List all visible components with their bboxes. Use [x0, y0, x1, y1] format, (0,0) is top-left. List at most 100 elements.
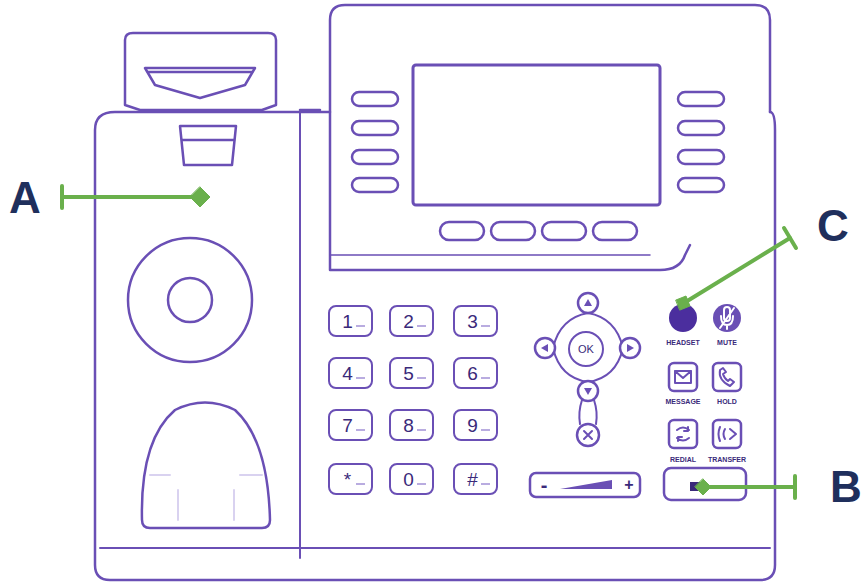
- button-label: MESSAGE: [665, 398, 700, 405]
- transfer-button: [713, 420, 741, 448]
- soft-key: [593, 222, 637, 240]
- callout-letter: C: [817, 204, 849, 248]
- housing-edge: [330, 254, 650, 256]
- key-label: 8: [403, 416, 414, 435]
- key-label: 6: [467, 364, 478, 383]
- key-label: 0: [403, 470, 414, 489]
- nav-left: [535, 338, 555, 358]
- key-dash: [356, 483, 365, 485]
- keypad-key: 5: [389, 357, 434, 389]
- nav-down: [578, 381, 598, 401]
- soft-key: [542, 222, 586, 240]
- keypad-key: 6: [453, 357, 498, 389]
- arrow-left: [541, 344, 548, 352]
- volume-sign: -: [541, 475, 548, 495]
- arrow-down: [584, 388, 592, 395]
- line-key: [678, 121, 724, 135]
- key-label: 1: [342, 312, 353, 331]
- key-label: 4: [342, 364, 353, 383]
- button-label: MUTE: [717, 339, 737, 346]
- line-key: [678, 92, 724, 106]
- transfer-icon: [719, 427, 737, 441]
- line-key: [678, 150, 724, 164]
- divider-line: [299, 110, 301, 558]
- callout-letter: A: [9, 176, 41, 220]
- keypad-key: 0: [389, 463, 434, 495]
- key-dash: [356, 429, 365, 431]
- key-label: 5: [403, 364, 414, 383]
- key-label: 7: [342, 416, 353, 435]
- leader-diamond: [190, 187, 210, 207]
- key-dash: [417, 325, 426, 327]
- leader-tick: [793, 476, 797, 498]
- line-key: [678, 178, 724, 192]
- key-dash: [417, 483, 426, 485]
- cancel-cross: [584, 431, 592, 439]
- handset-hook-line: [148, 71, 252, 74]
- ok-button: OK: [568, 331, 604, 367]
- leader-diamond: [676, 296, 690, 310]
- keypad-key: *: [328, 463, 373, 495]
- hold-icon: [720, 368, 734, 386]
- phone-body: [95, 112, 775, 580]
- button-label: HEADSET: [666, 339, 699, 346]
- cancel-key: [577, 424, 599, 446]
- mute-icon: [720, 307, 734, 329]
- button-label: HOLD: [717, 398, 737, 405]
- message-button: [669, 363, 697, 391]
- line-key: [352, 92, 398, 106]
- display-housing: [300, 5, 770, 270]
- line-key: [352, 178, 398, 192]
- keypad-key: 3: [453, 305, 498, 337]
- leader-line: [706, 485, 795, 489]
- keypad-key: 7: [328, 409, 373, 441]
- base-line: [100, 547, 770, 549]
- handset-tab: [180, 126, 236, 165]
- keypad-key: 8: [389, 409, 434, 441]
- soft-key: [491, 222, 535, 240]
- nav-up: [578, 293, 598, 313]
- volume-wedge: [560, 480, 612, 489]
- key-label: OK: [578, 344, 594, 355]
- leader-line: [684, 238, 790, 303]
- leader-diamond: [695, 479, 711, 495]
- nav-ring: [553, 313, 623, 382]
- key-label: 2: [403, 312, 414, 331]
- volume-bar: [530, 473, 640, 497]
- keypad-key: 2: [389, 305, 434, 337]
- speaker-button: [664, 468, 746, 500]
- nav-stem: [579, 400, 596, 424]
- nav-right: [620, 338, 640, 358]
- key-label: *: [344, 470, 351, 489]
- keypad-key: #: [453, 463, 498, 495]
- key-dash: [481, 483, 490, 485]
- line-key: [352, 150, 398, 164]
- keypad-key: 9: [453, 409, 498, 441]
- handset-hook: [145, 68, 255, 98]
- handset-tab-line: [182, 139, 234, 142]
- callout-letter: B: [830, 465, 862, 509]
- message-icon: [675, 371, 691, 383]
- key-dash: [417, 429, 426, 431]
- volume-sign: +: [624, 477, 633, 493]
- key-dash: [356, 377, 365, 379]
- line-key: [352, 121, 398, 135]
- speaker-center: [168, 278, 212, 322]
- button-label: REDIAL: [670, 456, 696, 463]
- key-dash: [481, 429, 490, 431]
- keypad-key: 4: [328, 357, 373, 389]
- key-label: 9: [467, 416, 478, 435]
- key-dash: [356, 325, 365, 327]
- key-label: 3: [467, 312, 478, 331]
- leader-line: [62, 195, 198, 199]
- leader-tick: [784, 228, 796, 248]
- arrow-right: [627, 344, 634, 352]
- soft-key: [440, 222, 484, 240]
- hold-button: [713, 363, 741, 391]
- leader-tick: [60, 186, 64, 208]
- key-label: #: [467, 470, 478, 489]
- handset-cradle: [142, 403, 270, 529]
- key-dash: [481, 325, 490, 327]
